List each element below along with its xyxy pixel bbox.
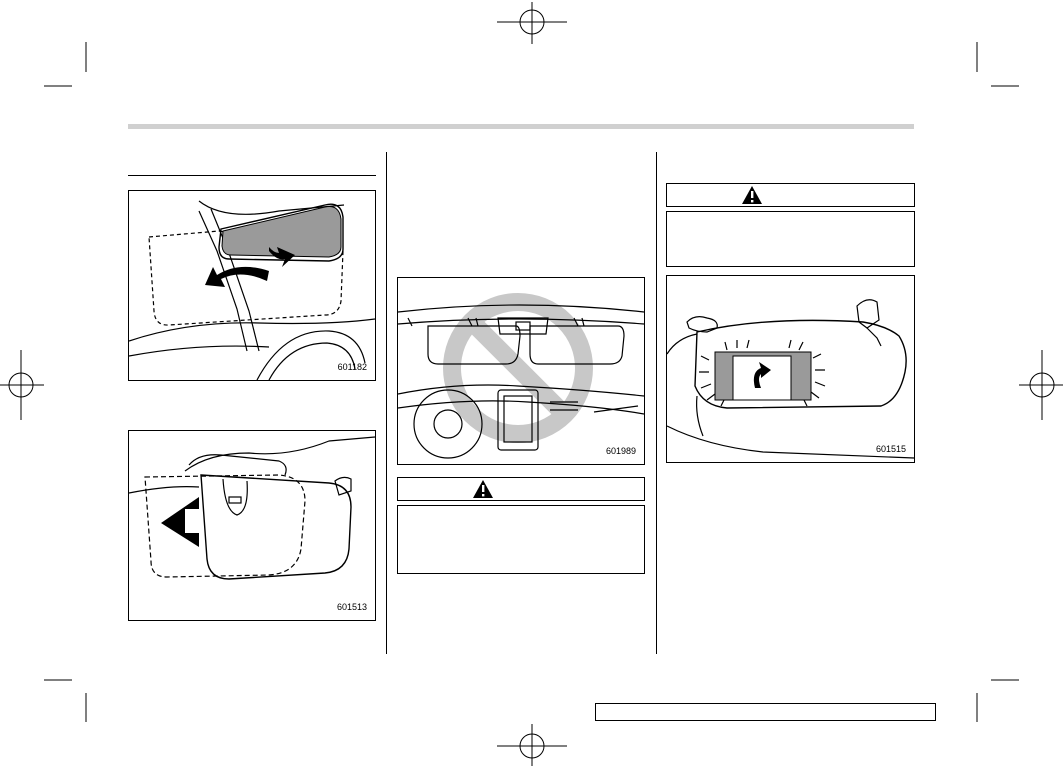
- registration-mark-left: [0, 350, 44, 420]
- figure-code: 601513: [336, 602, 367, 612]
- registration-mark-right: [1019, 350, 1063, 420]
- figure-sunvisor-extension: 601513: [128, 430, 376, 621]
- registration-mark-top: [497, 2, 567, 44]
- warning-body-right: [666, 211, 915, 267]
- footer-page-box: [595, 703, 936, 721]
- figure-vanity-mirror-light: 601515: [666, 275, 915, 463]
- figure-code: 601182: [337, 362, 367, 372]
- warning-heading-middle: [397, 477, 645, 501]
- section-heading-rule: [128, 175, 376, 176]
- sunvisor-extension-illustration: [129, 436, 375, 580]
- sunvisor-side-illustration: [129, 200, 375, 380]
- column-divider-right: [656, 152, 657, 654]
- vanity-mirror-illustration: [667, 299, 914, 459]
- warning-triangle-icon: [742, 186, 762, 204]
- warning-triangle-icon: [473, 480, 493, 498]
- figure-code: 601989: [605, 446, 636, 456]
- column-divider-left: [386, 152, 387, 654]
- warning-body-middle: [397, 505, 645, 574]
- prohibited-visor-illustration: [398, 293, 644, 459]
- figure-sunvisor-side: 601182: [128, 190, 376, 381]
- header-band: [128, 124, 914, 129]
- figure-code: 601515: [875, 444, 906, 454]
- figure-no-objects-on-visor: 601989: [397, 277, 645, 465]
- warning-heading-right: [666, 183, 915, 207]
- registration-mark-bottom: [497, 724, 567, 766]
